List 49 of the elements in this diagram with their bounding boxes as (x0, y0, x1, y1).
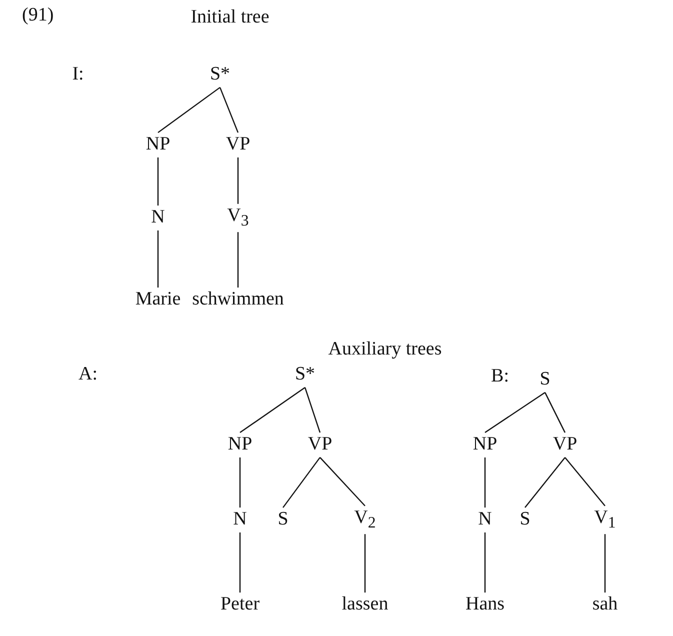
branch-line (219, 87, 239, 133)
branch-line (364, 534, 366, 593)
category-label: V$_{2}$ (354, 508, 376, 532)
word-label: sah (592, 594, 618, 616)
tree-id: I: (72, 64, 84, 86)
word-label: lassen (342, 594, 388, 616)
branch-line (484, 457, 486, 508)
branch-line (237, 232, 239, 288)
category-label: VP (308, 434, 332, 456)
category-label: VP (552, 434, 578, 456)
category-label: N (233, 510, 247, 530)
word-label: S (278, 510, 288, 530)
word-label: Peter (220, 594, 260, 616)
category-label: N (478, 510, 492, 530)
branch-line (282, 457, 320, 508)
tree-heading: Initial tree (190, 8, 270, 28)
word-label: S (520, 510, 530, 530)
branch-line (484, 392, 546, 434)
category-label: NP (228, 434, 252, 456)
branch-line (157, 157, 159, 206)
word-label: schwimmen (192, 290, 284, 310)
branch-line (544, 392, 566, 433)
branch-line (240, 386, 306, 434)
example-number: (91) (22, 6, 54, 26)
branch-line (320, 457, 366, 506)
branch-line (158, 86, 220, 134)
category-label: N (151, 208, 165, 228)
tree-heading: Auxiliary trees (328, 340, 442, 360)
branch-line (237, 157, 239, 204)
category-label: V$_{1}$ (594, 508, 616, 532)
category-label: S* (210, 64, 230, 86)
word-label: Hans (465, 594, 505, 616)
category-label: S* (294, 364, 316, 386)
branch-line (604, 534, 606, 593)
tree-id: A: (78, 364, 98, 386)
category-label: V$_{3}$ (227, 206, 249, 230)
category-label: S (540, 370, 550, 390)
category-label: NP (146, 134, 170, 156)
category-label: NP (472, 434, 498, 456)
tree-id: B: (491, 366, 509, 388)
branch-line (239, 532, 241, 593)
branch-line (484, 532, 486, 593)
branch-line (239, 457, 241, 508)
branch-line (524, 457, 566, 508)
branch-line (304, 387, 321, 433)
branch-line (157, 230, 159, 288)
word-label: Marie (135, 290, 181, 310)
category-label: VP (226, 134, 250, 156)
branch-line (564, 457, 606, 506)
